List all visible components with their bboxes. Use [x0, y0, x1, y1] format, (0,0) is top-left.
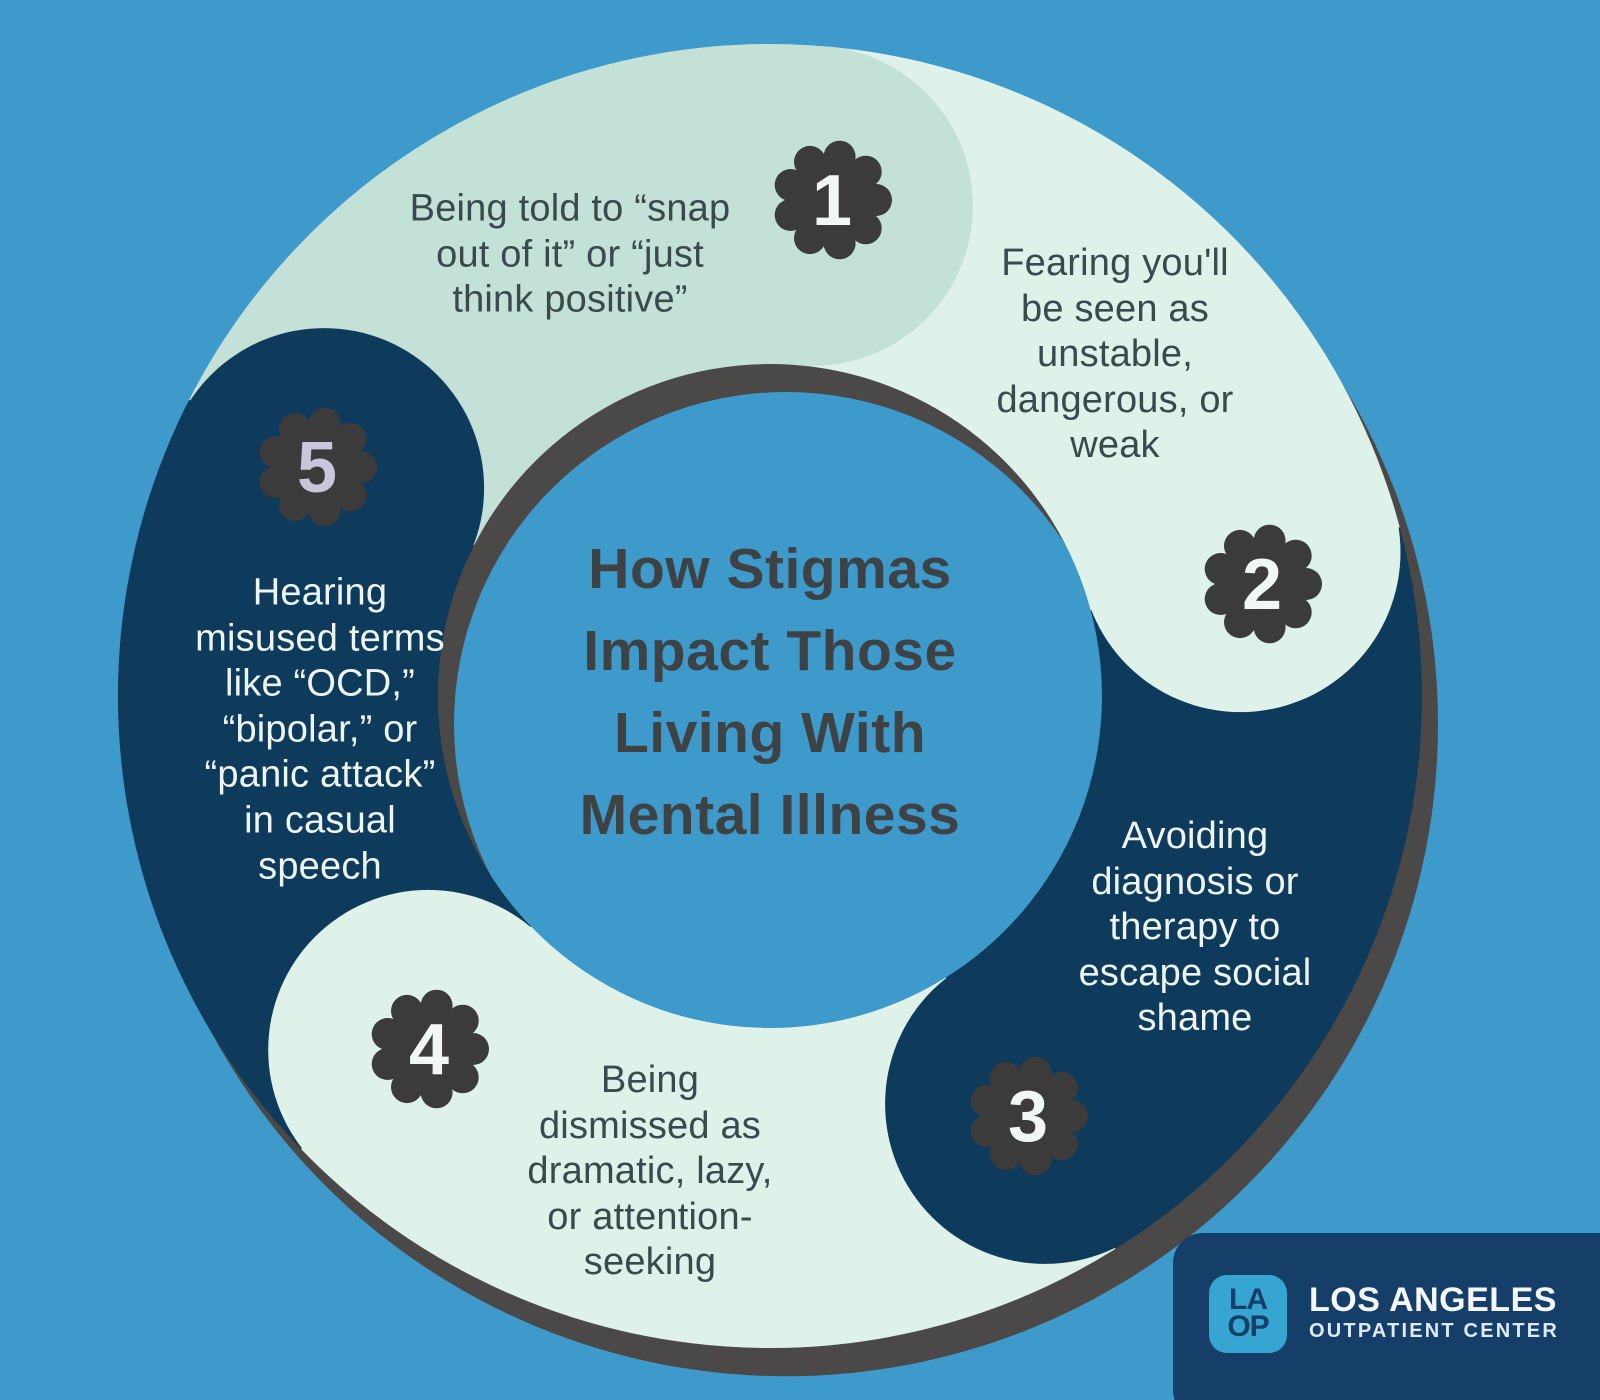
segment-3-label: Avoiding diagnosis or therapy to escape … — [1078, 815, 1312, 1040]
segment-1-label: Being told to “snap out of it” or “just … — [409, 187, 731, 321]
logo-panel: LA OP LOS ANGELES OUTPATIENT CENTER — [1173, 1233, 1600, 1400]
brand-name-line2: OUTPATIENT CENTER — [1309, 1319, 1559, 1342]
logo-monogram-top: LA — [1229, 1283, 1268, 1317]
badge-4: 4 — [371, 989, 489, 1109]
badge-2-number: 2 — [1242, 545, 1282, 625]
badge-1: 1 — [774, 140, 892, 260]
segment-5-label: Hearing misused terms like “OCD,” “bipol… — [195, 571, 445, 887]
brand-name: LOS ANGELES OUTPATIENT CENTER — [1309, 1281, 1559, 1344]
segment-4-label: Being dismissed as dramatic, lazy, or at… — [527, 1059, 773, 1284]
laop-logo-icon: LA OP — [1209, 1274, 1287, 1353]
badge-1-number: 1 — [812, 161, 852, 241]
badge-3-number: 3 — [1008, 1077, 1048, 1157]
badge-5-number: 5 — [297, 428, 337, 508]
brand-name-line1: LOS ANGELES — [1309, 1281, 1557, 1320]
page-title: How Stigmas Impact Those Living With Men… — [579, 536, 961, 848]
segment-2-label: Fearing you'll be seen as unstable, dang… — [996, 242, 1234, 467]
badge-2: 2 — [1204, 524, 1322, 644]
logo-monogram-bottom: OP — [1227, 1309, 1269, 1343]
badge-5: 5 — [259, 407, 377, 527]
badge-4-number: 4 — [409, 1010, 449, 1090]
badge-3: 3 — [970, 1056, 1088, 1176]
